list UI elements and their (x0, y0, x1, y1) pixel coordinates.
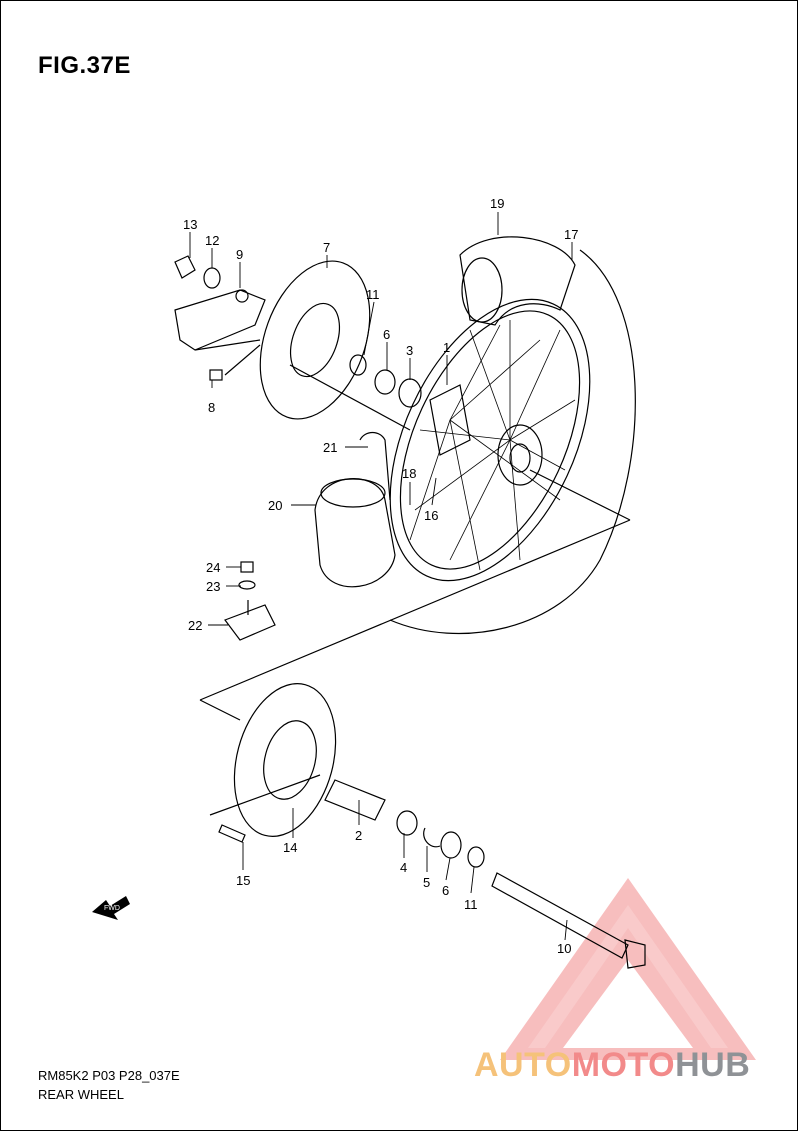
hub-center (509, 443, 531, 473)
brake-disc-center (289, 302, 341, 378)
callout-3: 3 (406, 343, 413, 358)
bearing-3 (398, 378, 422, 408)
oil-seal-6-top (374, 369, 396, 395)
spokes (409, 320, 576, 571)
callout-14: 14 (283, 840, 297, 855)
watermark-part-moto: MOTO (571, 1046, 676, 1084)
axle-nut (624, 939, 646, 969)
hub (497, 424, 543, 486)
figure-title: FIG.37E (38, 52, 131, 79)
oil-seal-6-bottom (440, 831, 462, 859)
bolt-8 (209, 369, 223, 381)
callout-16: 16 (424, 508, 438, 523)
callout-18: 18 (402, 466, 416, 481)
watermark-part-hub: HUB (675, 1046, 751, 1084)
rim-band (359, 431, 391, 501)
tire-tread-top (459, 236, 576, 326)
callout-19: 19 (490, 196, 504, 211)
sprocket-center (263, 720, 317, 800)
leader-lines (189, 212, 573, 941)
callout-9: 9 (236, 247, 243, 262)
callout-10: 10 (557, 941, 571, 956)
rim-inner (399, 310, 581, 570)
callout-23: 23 (206, 579, 220, 594)
callout-15: 15 (236, 873, 250, 888)
nut-13 (174, 255, 196, 279)
callout-4: 4 (400, 860, 407, 875)
callout-8: 8 (208, 400, 215, 415)
guide-line-5 (289, 364, 411, 431)
callout-6-top: 6 (383, 327, 390, 342)
callout-6-bottom: 6 (442, 883, 449, 898)
inner-tube (314, 478, 396, 588)
nut-24 (240, 561, 254, 573)
exploded-view-lines (174, 212, 646, 969)
callout-5: 5 (423, 875, 430, 890)
fwd-label: FWD (104, 905, 120, 912)
circlip-5 (423, 827, 441, 848)
watermark-part-auto: AUTO (474, 1046, 572, 1084)
callout-7: 7 (323, 240, 330, 255)
guide-line-4 (209, 774, 321, 816)
rim-lock (224, 604, 276, 641)
hub-flange (429, 384, 471, 456)
callout-2: 2 (355, 828, 362, 843)
section-name: REAR WHEEL (38, 1087, 124, 1102)
guide-line-6 (194, 339, 261, 351)
callout-11-top: 11 (366, 287, 380, 302)
callout-11-bottom: 11 (464, 897, 478, 912)
rear-axle (491, 872, 629, 959)
inner-tube-top (320, 478, 386, 508)
callout-24: 24 (206, 560, 220, 575)
washer-23 (238, 580, 256, 590)
guide-line-7 (224, 344, 261, 376)
sprocket-bolt (218, 824, 246, 843)
washer-12 (203, 267, 221, 289)
guide-line-3 (529, 469, 631, 521)
tire-outline (389, 249, 636, 635)
watermark-text: AUTOMOTOHUB (474, 1046, 750, 1085)
brake-disc (259, 260, 371, 420)
guide-line-2 (199, 699, 241, 721)
guide-line-1 (199, 519, 631, 701)
axle-spacer (324, 779, 386, 821)
tire-section-top (461, 257, 503, 323)
fwd-arrow-icon: FWD (92, 896, 130, 920)
bracket-hole (235, 289, 249, 303)
sprocket (233, 683, 337, 837)
callout-labels: 13 12 9 7 11 6 3 1 19 17 8 21 18 16 20 2… (183, 196, 578, 956)
spacer-11-bottom (467, 846, 485, 868)
spacer-11-top (349, 354, 367, 376)
bearing-4 (396, 810, 418, 836)
callout-13: 13 (183, 217, 197, 232)
callout-1: 1 (443, 340, 450, 355)
callout-22: 22 (188, 618, 202, 633)
callout-12: 12 (205, 233, 219, 248)
callout-21: 21 (323, 440, 337, 455)
callout-17: 17 (564, 227, 578, 242)
watermark-logo-icon (500, 878, 756, 1060)
model-code: RM85K2 P03 P28_037E (38, 1068, 180, 1083)
callout-20: 20 (268, 498, 282, 513)
rim (389, 298, 591, 582)
